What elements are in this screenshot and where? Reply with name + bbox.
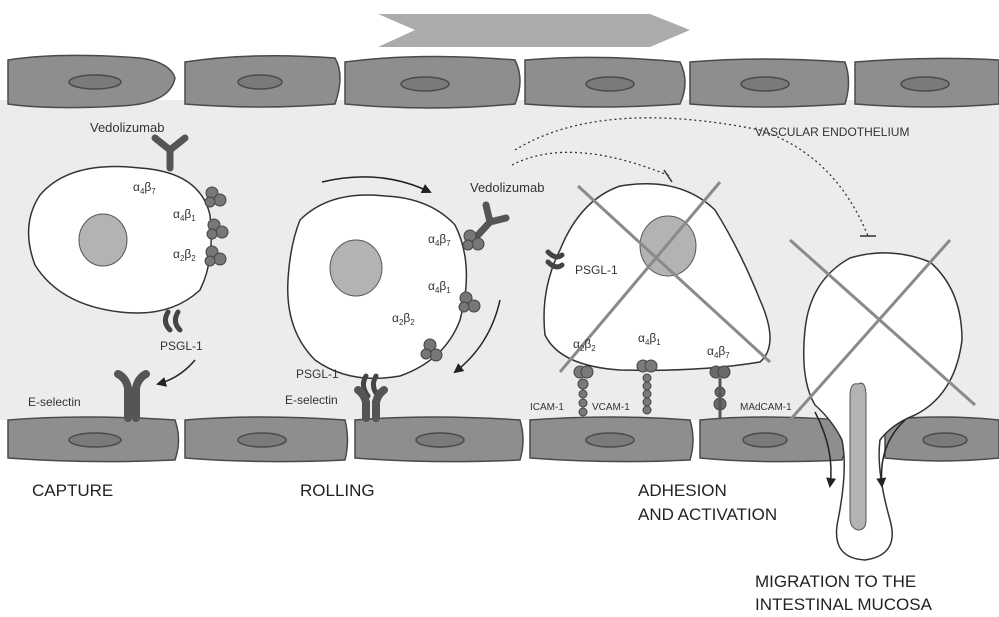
stage-label-rolling: ROLLING	[300, 481, 375, 500]
label-vedolizumab-rolling: Vedolizumab	[470, 180, 544, 195]
stage-label-adhesion-2: AND ACTIVATION	[638, 505, 777, 524]
label-e-selectin-capture: E-selectin	[28, 395, 81, 409]
label-vedolizumab-capture: Vedolizumab	[90, 120, 164, 135]
label-e-selectin-rolling: E-selectin	[285, 393, 338, 407]
stage-label-migration-1: MIGRATION TO THE	[755, 572, 916, 591]
label-vcam1: VCAM-1	[592, 402, 630, 413]
label-psgl1-adhesion: PSGL-1	[575, 263, 618, 277]
label-vascular-endothelium: VASCULAR ENDOTHELIUM	[755, 125, 909, 139]
stage-label-adhesion-1: ADHESION	[638, 481, 727, 500]
blood-flow-arrow	[378, 14, 690, 47]
stage-label-capture: CAPTURE	[32, 481, 113, 500]
label-icam1: ICAM-1	[530, 402, 564, 413]
label-madcam1: MAdCAM-1	[740, 402, 792, 413]
label-psgl1-rolling: PSGL-1	[296, 367, 339, 381]
label-psgl1-capture: PSGL-1	[160, 339, 203, 353]
stage-label-migration-2: INTESTINAL MUCOSA	[755, 595, 933, 614]
